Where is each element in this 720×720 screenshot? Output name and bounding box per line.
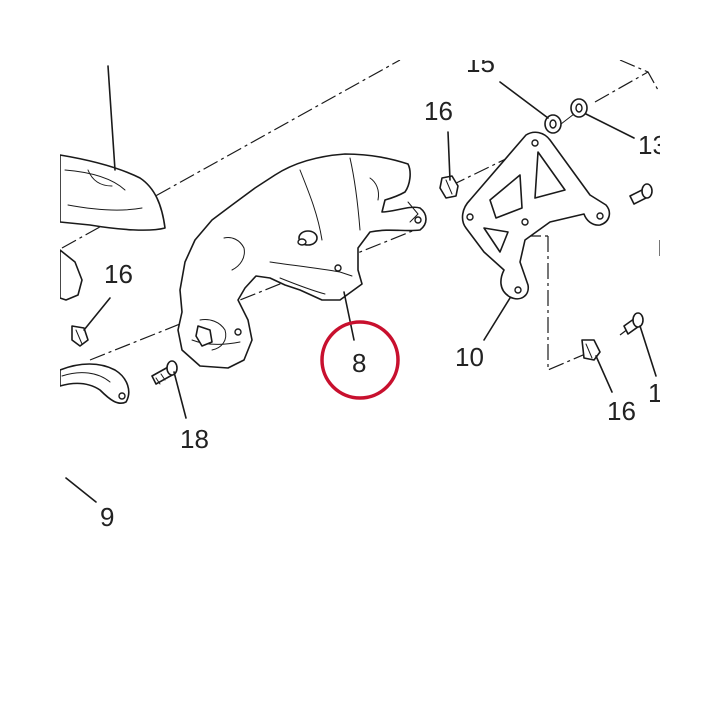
screw-right-lower — [623, 312, 644, 335]
leader-lines — [65, 65, 657, 503]
part-16-clip-right — [581, 339, 601, 361]
label-part-right-edge: 1 — [648, 378, 662, 408]
label-part-10: 10 — [455, 342, 484, 372]
part-8-rear-cover — [177, 153, 427, 369]
label-part-16-right: 16 — [607, 396, 636, 426]
label-part-8: 8 — [352, 348, 366, 378]
highlight-circle — [320, 320, 400, 400]
label-part-16-top: 16 — [424, 96, 453, 126]
part-13-washer — [570, 98, 588, 118]
part-9-left-cover — [59, 154, 166, 405]
label-part-18: 18 — [180, 424, 209, 454]
label-part-9: 9 — [100, 502, 114, 532]
part-16-clip-left — [71, 325, 89, 347]
part-10-bracket — [461, 131, 611, 300]
screw-right-upper — [629, 183, 653, 205]
label-part-16-left: 16 — [104, 259, 133, 289]
part-16-clip-top — [439, 175, 459, 199]
part-15-washer — [544, 113, 575, 134]
